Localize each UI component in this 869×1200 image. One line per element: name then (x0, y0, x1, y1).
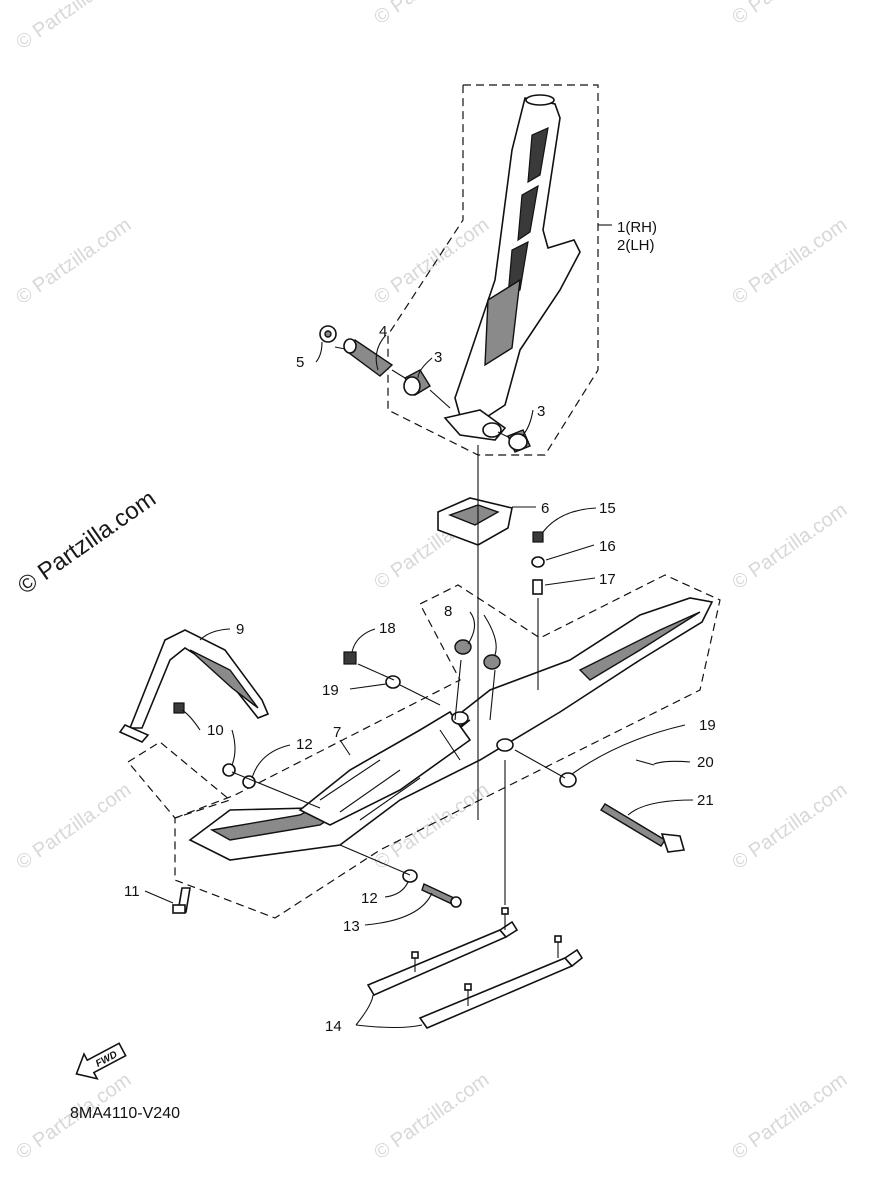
washer-16 (531, 556, 545, 568)
spindle (443, 94, 581, 441)
callout-11: 11 (124, 883, 140, 900)
bushing-3a (403, 369, 431, 396)
callout-19b: 19 (699, 717, 716, 734)
callout-3a: 3 (434, 349, 442, 366)
callout-5: 5 (296, 354, 304, 371)
runner-14a (366, 907, 519, 997)
callout-16: 16 (599, 538, 616, 555)
watermark: © Partzilla.com (370, 0, 493, 29)
bolt-21 (600, 803, 666, 847)
watermark: © Partzilla.com (728, 214, 851, 309)
nut-15 (532, 531, 544, 543)
watermark-main: © Partzilla.com (13, 485, 161, 600)
callout-8: 8 (444, 603, 452, 620)
callout-12b: 12 (361, 890, 378, 907)
callout-19a: 19 (322, 682, 339, 699)
ski (188, 597, 714, 861)
nut-8b (483, 654, 501, 670)
callout-7: 7 (333, 724, 341, 741)
watermark: © Partzilla.com (370, 214, 493, 309)
watermark-layer: © Partzilla.com © Partzilla.com © Partzi… (12, 0, 851, 1164)
spacer-17 (532, 579, 543, 595)
bushing-3b (507, 429, 531, 453)
collar-4 (343, 338, 394, 377)
callout-12a: 12 (296, 736, 313, 753)
pin-20 (635, 759, 655, 766)
callout-3b: 3 (537, 403, 545, 420)
watermark: © Partzilla.com (12, 0, 135, 54)
callout-17: 17 (599, 571, 616, 588)
callout-15: 15 (599, 500, 616, 517)
callout-21: 21 (697, 792, 714, 809)
callout-6: 6 (541, 500, 549, 517)
washer-19a (385, 675, 401, 689)
callout-1: 1(RH) (617, 219, 657, 236)
washer-12b (402, 869, 418, 883)
nut-18 (343, 651, 357, 665)
callout-13: 13 (343, 918, 360, 935)
callout-18: 18 (379, 620, 396, 637)
nut-10b (222, 763, 236, 777)
callout-4: 4 (379, 323, 387, 340)
watermark: © Partzilla.com (728, 499, 851, 594)
callout-2: 2(LH) (617, 237, 655, 254)
watermark: © Partzilla.com (728, 779, 851, 874)
callout-labels: 1(RH) 2(LH) 4 5 3 3 6 15 16 17 8 18 9 19… (124, 219, 716, 1035)
leader-lines (144, 224, 694, 1029)
handle-9 (118, 629, 270, 743)
callout-14: 14 (325, 1018, 342, 1035)
callout-20: 20 (697, 754, 714, 771)
nut-10 (173, 702, 185, 714)
watermark: © Partzilla.com (12, 214, 135, 309)
washer-19b (559, 772, 577, 788)
watermark: © Partzilla.com (370, 1069, 493, 1164)
watermark: © Partzilla.com (728, 0, 851, 29)
runner-14b (418, 935, 584, 1029)
washer-5 (319, 325, 337, 343)
nut-8a (454, 639, 472, 655)
callout-10: 10 (207, 722, 224, 739)
ski-group-outline (174, 574, 721, 919)
assembly-lines (231, 346, 566, 905)
callout-9: 9 (236, 621, 244, 638)
watermark: © Partzilla.com (12, 779, 135, 874)
fwd-label: FWD (94, 1049, 119, 1069)
handle-group-outline (127, 741, 232, 819)
watermark: © Partzilla.com (728, 1069, 851, 1164)
diagram-code: 8MA4110-V240 (70, 1105, 180, 1122)
